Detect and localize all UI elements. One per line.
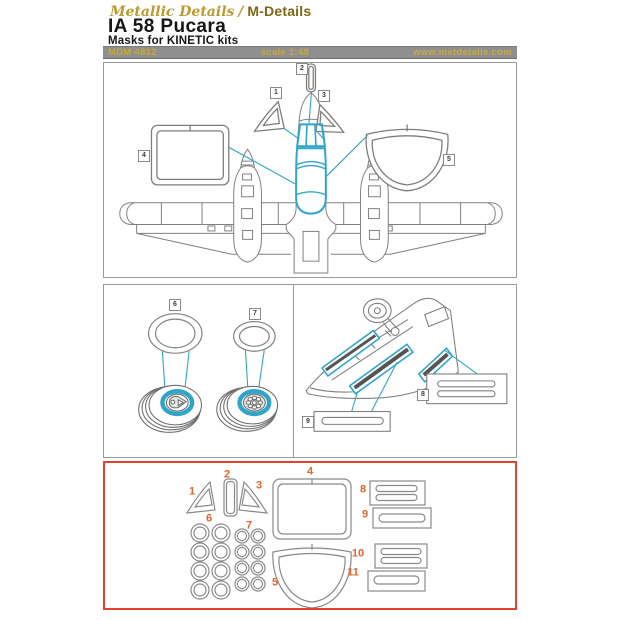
callout-label-4: 4 bbox=[138, 150, 150, 162]
sheet-label-10: 10 bbox=[351, 547, 365, 560]
brand-script-text: Metallic Details bbox=[110, 4, 235, 20]
ring-mask-7 bbox=[232, 320, 276, 352]
callout-label-5: 5 bbox=[443, 154, 455, 166]
sheet-mask-10 bbox=[374, 543, 428, 569]
callout-label-2: 2 bbox=[296, 63, 308, 75]
brand-separator: / bbox=[238, 4, 244, 20]
sheet-mask-4 bbox=[272, 478, 352, 540]
sheet-label-6: 6 bbox=[205, 512, 213, 525]
page-subtitle: Masks for KINETIC kits bbox=[108, 35, 239, 47]
sheet-mask-1 bbox=[185, 480, 216, 514]
page-title: IA 58 Pucara bbox=[108, 16, 227, 37]
product-code: MDM 4812 bbox=[108, 47, 157, 58]
callout-label-6: 6 bbox=[169, 299, 181, 311]
scale-text: scale 1:48 bbox=[260, 47, 310, 58]
top-view-diagram: 1 2 3 4 5 bbox=[103, 62, 517, 278]
mask-5-horseshoe bbox=[365, 124, 449, 192]
wheel-connector-lines bbox=[161, 350, 265, 398]
left-engine-nacelle bbox=[233, 148, 262, 263]
sheet-mask-3 bbox=[238, 480, 269, 514]
mask-9-panel bbox=[313, 410, 391, 432]
callout-label-8: 8 bbox=[417, 389, 429, 401]
brand-logo: Metallic Details / M-Details bbox=[110, 3, 311, 20]
cockpit-connector-lines bbox=[351, 349, 478, 412]
sheet-label-3: 3 bbox=[255, 479, 263, 492]
mask-3-triangle bbox=[315, 103, 345, 134]
sheet-label-1: 1 bbox=[188, 485, 196, 498]
brand-name-text: M-Details bbox=[247, 3, 312, 19]
callout-label-1: 1 bbox=[270, 87, 282, 99]
sheet-mask-5 bbox=[272, 544, 352, 608]
sheet-mask-2 bbox=[223, 478, 238, 517]
sheet-mask-9 bbox=[372, 507, 432, 529]
callout-label-7: 7 bbox=[249, 308, 261, 320]
wheel-masks-drawing bbox=[138, 313, 279, 433]
ring-mask-6 bbox=[147, 313, 203, 354]
sheet-mask-8 bbox=[369, 480, 426, 506]
cockpit-masks-diagram: 8 9 bbox=[293, 284, 517, 458]
mask-sheet: 1 2 3 4 5 6 7 8 9 10 11 bbox=[103, 461, 517, 610]
sheet-label-11: 11 bbox=[347, 566, 359, 579]
canopy-highlight bbox=[295, 123, 327, 215]
nose-wheel bbox=[362, 298, 400, 336]
mask-4-frame bbox=[150, 124, 230, 186]
sheet-mask-7-rings bbox=[234, 528, 266, 592]
mask-connector-lines bbox=[228, 91, 368, 185]
wheel-masks-diagram: 6 7 bbox=[103, 284, 294, 458]
main-wheel-right bbox=[216, 385, 279, 432]
aircraft-top-view-drawing bbox=[119, 63, 503, 274]
mask-1-triangle bbox=[253, 100, 286, 133]
sheet-label-5: 5 bbox=[271, 576, 279, 589]
mask-sheet-drawing bbox=[185, 478, 432, 608]
sheet-label-8: 8 bbox=[359, 483, 367, 496]
sheet-mask-6-rings bbox=[190, 523, 231, 600]
info-bar: MDM 4812 scale 1:48 www.metdetails.com bbox=[103, 46, 517, 59]
sheet-label-4: 4 bbox=[306, 465, 314, 478]
mask-2-strip bbox=[305, 63, 317, 93]
sheet-label-9: 9 bbox=[361, 508, 369, 521]
sheet-label-7: 7 bbox=[245, 519, 253, 532]
callout-label-3: 3 bbox=[318, 90, 330, 102]
sheet-mask-11 bbox=[367, 570, 426, 592]
sheet-label-2: 2 bbox=[223, 468, 231, 481]
callout-label-9: 9 bbox=[302, 416, 314, 428]
website-text: www.metdetails.com bbox=[412, 47, 512, 58]
cockpit-masks-drawing bbox=[305, 297, 508, 432]
main-wheel-left bbox=[138, 384, 203, 433]
mask-8-panel bbox=[426, 373, 508, 405]
